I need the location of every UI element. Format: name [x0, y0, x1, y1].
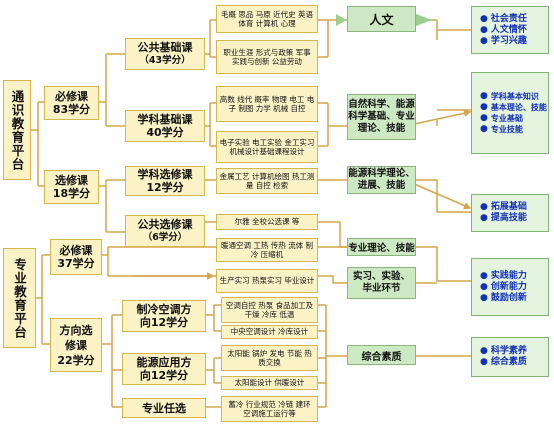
- outcome-2-text-2: 基本理论、技能: [490, 103, 547, 112]
- hvac-direction-line1: 制冷空调方: [136, 303, 192, 316]
- prof-required-category: 必修课 37学分: [50, 239, 102, 275]
- optional-group: 专业任选: [122, 398, 206, 418]
- outcome-2-item-2: ●基本理论、技能: [480, 102, 547, 112]
- outcome-5-item-1: ●科学素养: [480, 346, 527, 356]
- direction-label-2: 修课: [65, 338, 87, 352]
- public-basic-group: 公共基础课 （43学分）: [125, 38, 205, 70]
- outcome-4-text-2: 创新能力: [490, 281, 527, 292]
- prof-required-credits: 37学分: [57, 257, 95, 270]
- ability-humanities: 人文: [347, 6, 416, 32]
- outcome-4-text-1: 实践能力: [490, 270, 527, 281]
- outcome-2-text-1: 学科基本知识: [490, 92, 539, 101]
- direction-credits: 22学分: [57, 353, 95, 367]
- public-elective-group: 公共选修课 （6学分）: [125, 215, 205, 247]
- ability-practice: 实习、实验、 毕业环节: [347, 267, 416, 299]
- required-credits: 83学分: [52, 103, 91, 116]
- elective-label: 选修课: [55, 174, 88, 187]
- outcome-2-text-3: 专业基础: [490, 114, 523, 123]
- outcome-2-item-3: ●专业基础: [480, 113, 523, 123]
- professional-education-platform: 专业教育平台: [3, 248, 36, 348]
- course-box-subject-2: 电子实验 电工实验 金工实习 机械设计基础课程设计: [216, 131, 318, 163]
- ability-science-line3: 理论、技能: [357, 123, 406, 134]
- subject-basic-credits: 40学分: [146, 126, 184, 139]
- course-box-optional: 蓄冷 行业规范 冷链 建环 空调施工运行等: [221, 396, 318, 422]
- course-box-subject-1: 高数 线代 概率 物理 电工 电子 制图 力学 机械 自控: [216, 86, 318, 122]
- subject-basic-group: 学科基础课 40学分: [125, 110, 205, 142]
- outcome-5-text-2: 综合素质: [490, 357, 527, 367]
- outcome-3-item-2: ●提高技能: [480, 213, 527, 223]
- outcome-1-text-1: 社会责任: [490, 13, 527, 24]
- required-category: 必修课 83学分: [44, 86, 99, 120]
- outcome-box-5: ●科学素养 ●综合素质: [471, 337, 549, 377]
- public-basic-label: 公共基础课: [137, 41, 193, 54]
- subject-elective-group: 学科选修课 12学分: [125, 166, 205, 196]
- outcome-5-text-1: 科学素养: [490, 346, 527, 356]
- ability-practice-line1: 实习、实验、: [352, 271, 410, 282]
- ability-energy-line1: 能源科学理论、: [348, 168, 415, 179]
- hvac-direction-group: 制冷空调方 向12学分: [122, 300, 206, 332]
- course-box-prof-required-1: 暖通空调 工热 传热 流体 制冷 压缩机: [216, 238, 318, 262]
- prof-required-label: 必修课: [59, 244, 93, 257]
- course-box-prof-required-2: 生产实习 热泵实习 毕业设计: [216, 269, 318, 293]
- ability-science-line1: 自然科学、能源: [348, 99, 415, 110]
- public-elective-label: 公共选修课: [137, 218, 193, 231]
- course-box-public-2: 职业生涯 形式与政策 军事 实践与创新 公益劳动: [216, 40, 318, 74]
- outcome-box-1: ●社会责任 ●人文情怀 ●学习兴趣: [471, 6, 549, 54]
- ability-science-basics: 自然科学、能源 科学基础、专业 理论、技能: [347, 94, 416, 140]
- outcome-2-item-4: ●专业技能: [480, 124, 523, 134]
- required-label: 必修课: [55, 90, 88, 103]
- ability-science-line2: 科学基础、专业: [348, 111, 415, 122]
- course-box-hvac-2: 中央空调设计 冷库设计: [221, 325, 318, 339]
- outcome-3-text-1: 拓展基础: [490, 202, 527, 212]
- outcome-box-2: ●学科基本知识 ●基本理论、技能 ●专业基础 ●专业技能: [471, 72, 549, 154]
- course-box-public-elective: 尔雅 全校公选课 等: [216, 214, 318, 230]
- course-box-energy-1: 太阳能 锅炉 发电 节能 热质交换: [221, 345, 318, 371]
- public-basic-credits: （43学分）: [139, 55, 191, 66]
- general-education-platform: 通识教育平台: [3, 80, 31, 180]
- outcome-box-3: ●拓展基础 ●提高技能: [471, 194, 549, 232]
- outcome-3-item-1: ●拓展基础: [480, 202, 527, 212]
- outcome-4-text-3: 鼓励创新: [490, 292, 527, 303]
- energy-direction-line1: 能源应用方: [136, 356, 192, 369]
- outcome-1-item-3: ●学习兴趣: [480, 35, 527, 46]
- ability-professional-theory: 专业理论、技能: [347, 238, 416, 256]
- energy-direction-group: 能源应用方 向12学分: [122, 353, 206, 385]
- subject-basic-label: 学科基础课: [137, 113, 193, 126]
- course-box-subject-elective: 金属工艺 计算机绘图 热工测量 自控 检索: [216, 168, 318, 194]
- outcome-2-text-4: 专业技能: [490, 125, 523, 134]
- course-box-hvac-1: 空调自控 热泵 食品加工及干燥 冷库 低温: [221, 297, 318, 323]
- outcome-3-text-2: 提高技能: [490, 213, 527, 223]
- outcome-4-item-1: ●实践能力: [480, 270, 527, 281]
- subject-elective-credits: 12学分: [146, 181, 184, 194]
- outcome-1-item-2: ●人文情怀: [480, 24, 527, 35]
- direction-label-1: 方向选: [59, 323, 93, 337]
- public-elective-credits: （6学分）: [142, 232, 188, 243]
- outcome-4-item-2: ●创新能力: [480, 281, 527, 292]
- course-box-public-1: 毛概 思品 马原 近代史 英语 体育 计算机 心理: [216, 5, 318, 33]
- ability-energy-science: 能源科学理论、 进展、技能: [347, 166, 416, 194]
- outcome-1-text-3: 学习兴趣: [490, 35, 527, 46]
- ability-practice-line2: 毕业环节: [362, 283, 401, 294]
- energy-direction-line2: 向12学分: [139, 369, 189, 382]
- elective-category: 选修课 18学分: [44, 170, 99, 204]
- ability-energy-line2: 进展、技能: [357, 180, 406, 191]
- outcome-box-4: ●实践能力 ●创新能力 ●鼓励创新: [471, 258, 549, 316]
- direction-elective-category: 方向选 修课 22学分: [50, 318, 102, 372]
- course-box-energy-2: 太阳能设计 供暖设计: [221, 376, 318, 390]
- outcome-4-item-3: ●鼓励创新: [480, 292, 527, 303]
- outcome-2-item-1: ●学科基本知识: [480, 91, 539, 101]
- subject-elective-label: 学科选修课: [137, 168, 193, 181]
- outcome-1-text-2: 人文情怀: [490, 24, 527, 35]
- ability-quality: 综合素质: [347, 345, 416, 365]
- outcome-5-item-2: ●综合素质: [480, 357, 527, 367]
- hvac-direction-line2: 向12学分: [139, 316, 189, 329]
- outcome-1-item-1: ●社会责任: [480, 13, 527, 24]
- elective-credits: 18学分: [52, 187, 91, 200]
